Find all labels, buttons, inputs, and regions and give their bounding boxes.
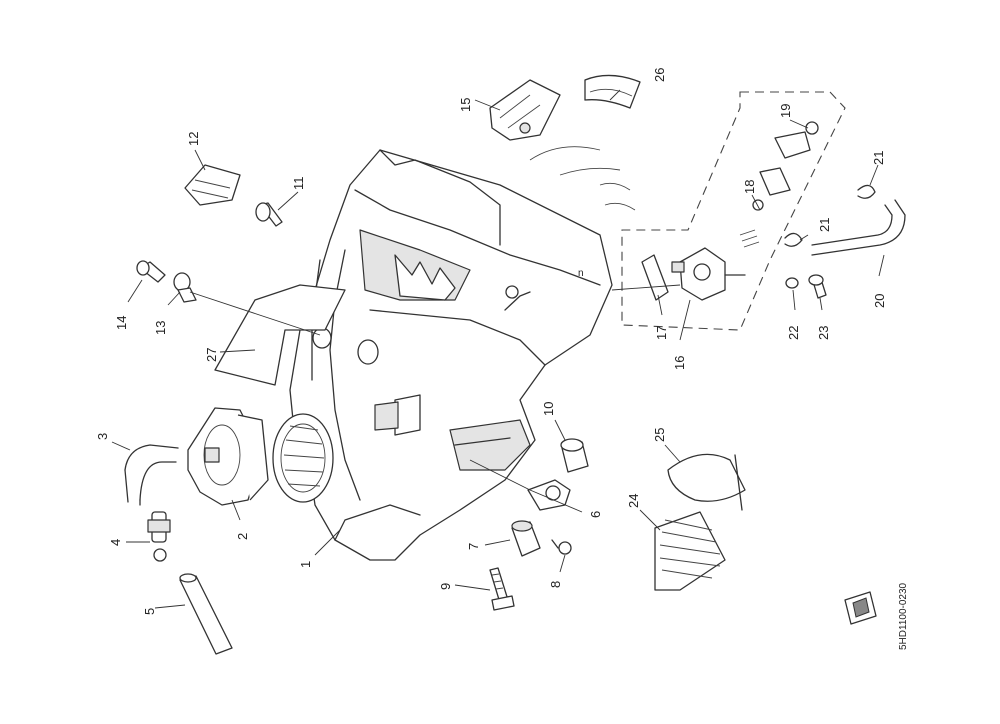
tank-cover [489,79,561,141]
callout-7: 7 [466,543,481,550]
callout-14: 14 [114,316,129,330]
callout-labels: 1 2 3 4 5 6 7 8 9 10 11 12 13 14 15 16 1… [95,68,887,615]
callout-1: 1 [298,561,313,568]
part-code-label: 5HD1100-0230 [898,582,909,650]
bolt-small [551,539,572,555]
cock-bolt [808,274,827,299]
callout-9: 9 [438,583,453,590]
cover-sleeve [654,511,726,591]
callout-21-lower: 21 [817,218,832,232]
cock-lever [759,131,811,196]
cable-band [667,453,746,511]
callout-26: 26 [652,68,667,82]
spring [739,199,764,248]
check-valve [147,511,171,562]
callout-6: 6 [588,511,603,518]
screw-cock [805,121,819,135]
fuel-tank: n [214,149,613,561]
callout-11: 11 [291,177,306,191]
callout-5: 5 [142,608,157,615]
fuel-hose [811,199,906,256]
callout-18: 18 [742,180,757,194]
callout-19: 19 [778,104,793,118]
leader-lines [111,89,885,609]
callout-3: 3 [95,433,110,440]
hose-clip-upper [857,184,876,199]
fuel-cock [671,247,746,301]
vent-tube [179,573,233,655]
callout-24: 24 [626,494,641,508]
trim-piece [584,74,641,109]
callout-4: 4 [108,539,123,546]
callout-12: 12 [186,132,201,146]
callout-22: 22 [786,326,801,340]
callout-21-upper: 21 [871,151,886,165]
collar [560,438,589,473]
callout-13: 13 [153,321,168,335]
damper [511,520,541,557]
callout-16: 16 [672,356,687,370]
callout-20: 20 [872,294,887,308]
callout-10: 10 [541,402,556,416]
callout-27: 27 [204,348,219,362]
emblem-clip [184,164,241,206]
svg-text:n: n [578,268,584,279]
callout-25: 25 [652,428,667,442]
front-direction-icon [844,591,877,625]
callout-17: 17 [654,326,669,340]
bolt [489,567,515,611]
callout-2: 2 [235,533,250,540]
callout-8: 8 [548,581,563,588]
grommet [173,272,197,303]
hose-clip-lower [784,232,803,247]
washer [785,277,799,289]
screw-side [136,260,166,283]
fuel-cap [187,407,269,506]
callout-15: 15 [458,98,473,112]
breather-hose [124,444,179,501]
screw-upper [255,202,283,227]
gasket [641,254,669,301]
callout-23: 23 [816,326,831,340]
bracket [527,479,571,511]
